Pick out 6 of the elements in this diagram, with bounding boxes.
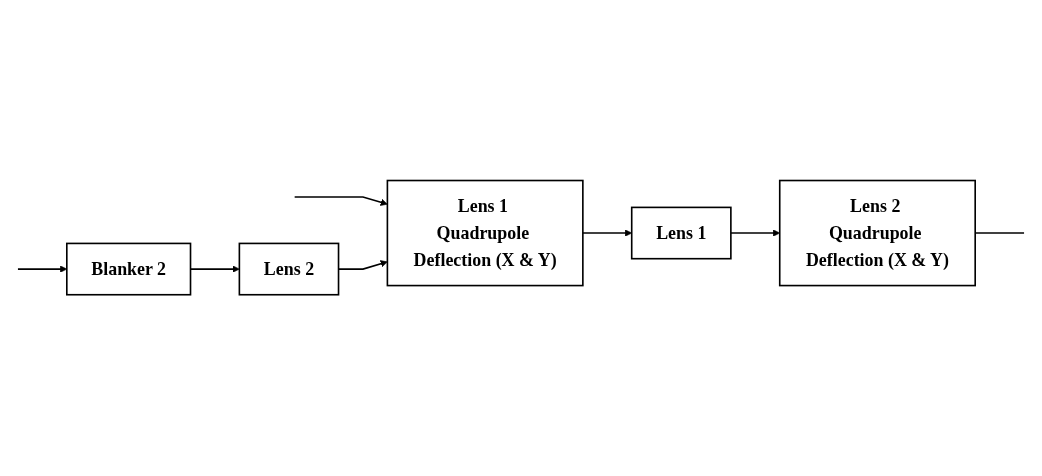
node-box: Lens 1 Quadrupole Deflection (X & Y) bbox=[386, 180, 584, 287]
node-box: Blanker 2 bbox=[66, 243, 192, 296]
node-box: Lens 2 Quadrupole Deflection (X & Y) bbox=[778, 180, 976, 287]
arrow bbox=[293, 196, 388, 207]
node-box: Lens 1 bbox=[630, 206, 732, 260]
node-box: Lens 2 bbox=[238, 243, 340, 296]
